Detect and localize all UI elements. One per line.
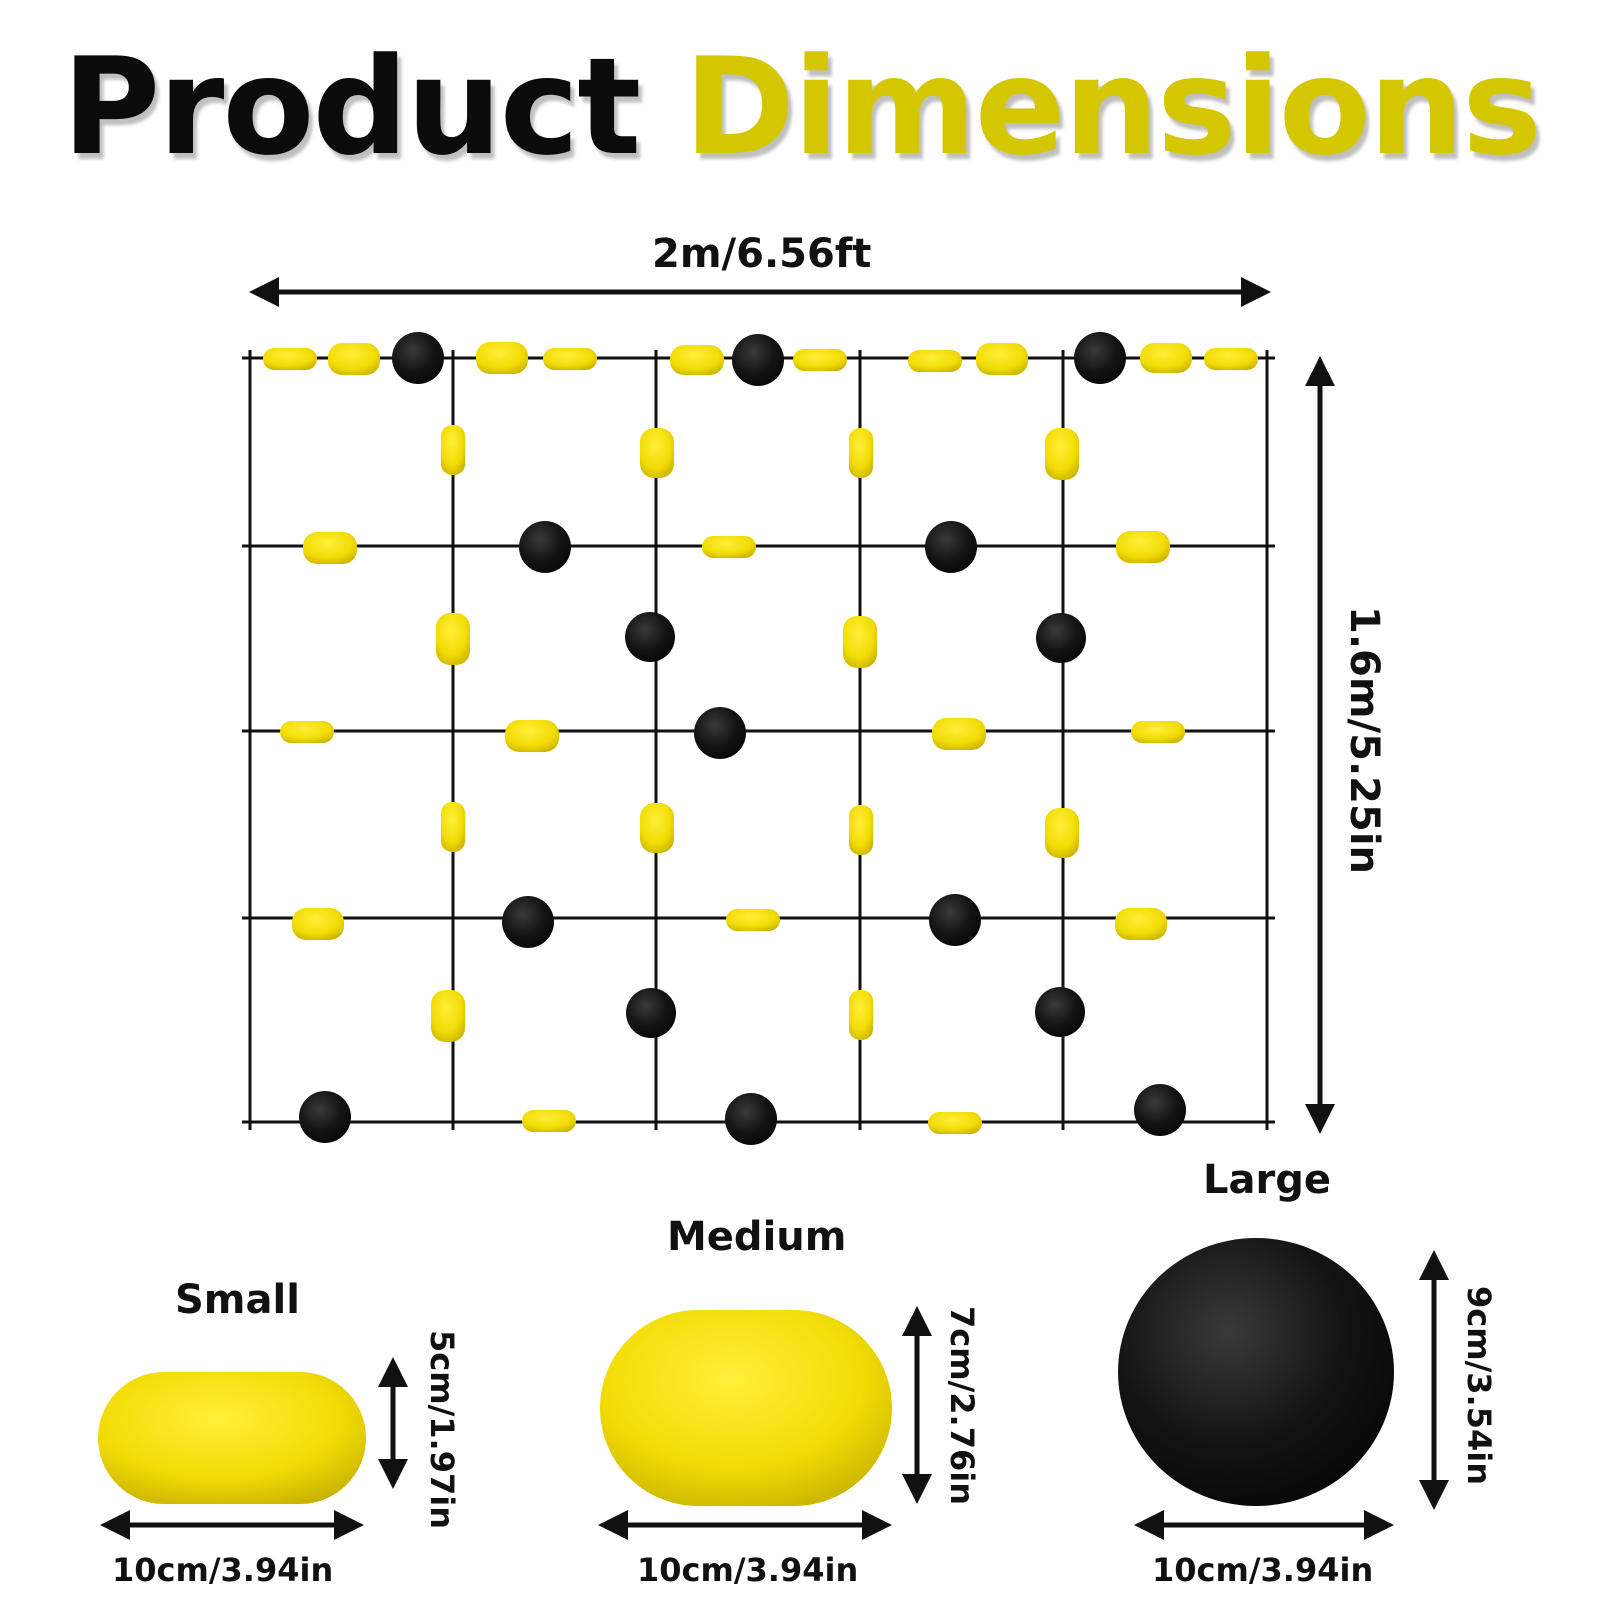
float-large [694, 707, 746, 759]
small-float-sample [98, 1372, 366, 1504]
float-medium [505, 720, 559, 752]
medium-height-label: 7cm/2.76in [943, 1306, 981, 1505]
float-large [625, 612, 675, 662]
float-medium [292, 908, 344, 940]
float-medium [976, 343, 1028, 375]
large-width-label: 10cm/3.94in [1152, 1551, 1374, 1589]
float-large [1036, 613, 1086, 663]
float-small [280, 721, 334, 743]
float-small [793, 349, 847, 371]
float-medium [670, 345, 724, 375]
title-word-product: Product [62, 29, 641, 185]
float-small [928, 1112, 982, 1134]
float-medium [476, 342, 528, 374]
float-small [849, 428, 873, 478]
float-medium [932, 718, 986, 750]
float-medium [1045, 428, 1079, 480]
large-height-label: 9cm/3.54in [1460, 1286, 1498, 1485]
float-medium [328, 343, 380, 375]
float-large [1035, 987, 1085, 1037]
float-large [725, 1093, 777, 1145]
float-large [519, 521, 571, 573]
float-large [1134, 1084, 1186, 1136]
float-large [626, 988, 676, 1038]
float-small [441, 802, 465, 852]
float-small [522, 1110, 576, 1132]
float-small [849, 990, 873, 1040]
float-medium [303, 532, 357, 564]
float-small [1131, 721, 1185, 743]
float-small [726, 909, 780, 931]
float-large [502, 896, 554, 948]
small-size-name: Small [175, 1277, 300, 1323]
float-small [263, 348, 317, 370]
float-medium [640, 803, 674, 853]
float-small [849, 805, 873, 855]
small-height-label: 5cm/1.97in [423, 1330, 461, 1529]
medium-width-label: 10cm/3.94in [637, 1551, 859, 1589]
net-grid [242, 350, 1275, 1130]
float-large [732, 334, 784, 386]
float-medium [1116, 531, 1170, 563]
float-medium [1115, 908, 1167, 940]
title-word-dimensions: Dimensions [683, 29, 1542, 185]
float-large [925, 521, 977, 573]
large-float-sample [1118, 1238, 1394, 1506]
float-small [543, 348, 597, 370]
float-medium [1140, 343, 1192, 373]
large-size-name: Large [1203, 1157, 1331, 1203]
float-medium [640, 428, 674, 478]
medium-float-sample [600, 1310, 892, 1506]
float-small [702, 536, 756, 558]
page-title: Product Dimensions [0, 40, 1602, 174]
float-small [441, 425, 465, 475]
float-medium [1045, 808, 1079, 858]
float-large [1074, 332, 1126, 384]
net-floats [263, 332, 1258, 1145]
float-large [299, 1091, 351, 1143]
medium-size-name: Medium [667, 1214, 847, 1260]
float-small [1204, 348, 1258, 370]
float-large [929, 894, 981, 946]
float-medium [436, 613, 470, 665]
net-height-label: 1.6m/5.25in [1341, 606, 1387, 875]
net-width-label: 2m/6.56ft [652, 231, 872, 277]
float-medium [431, 990, 465, 1042]
float-medium [843, 616, 877, 668]
float-small [908, 350, 962, 372]
small-width-label: 10cm/3.94in [112, 1551, 334, 1589]
float-large [392, 332, 444, 384]
